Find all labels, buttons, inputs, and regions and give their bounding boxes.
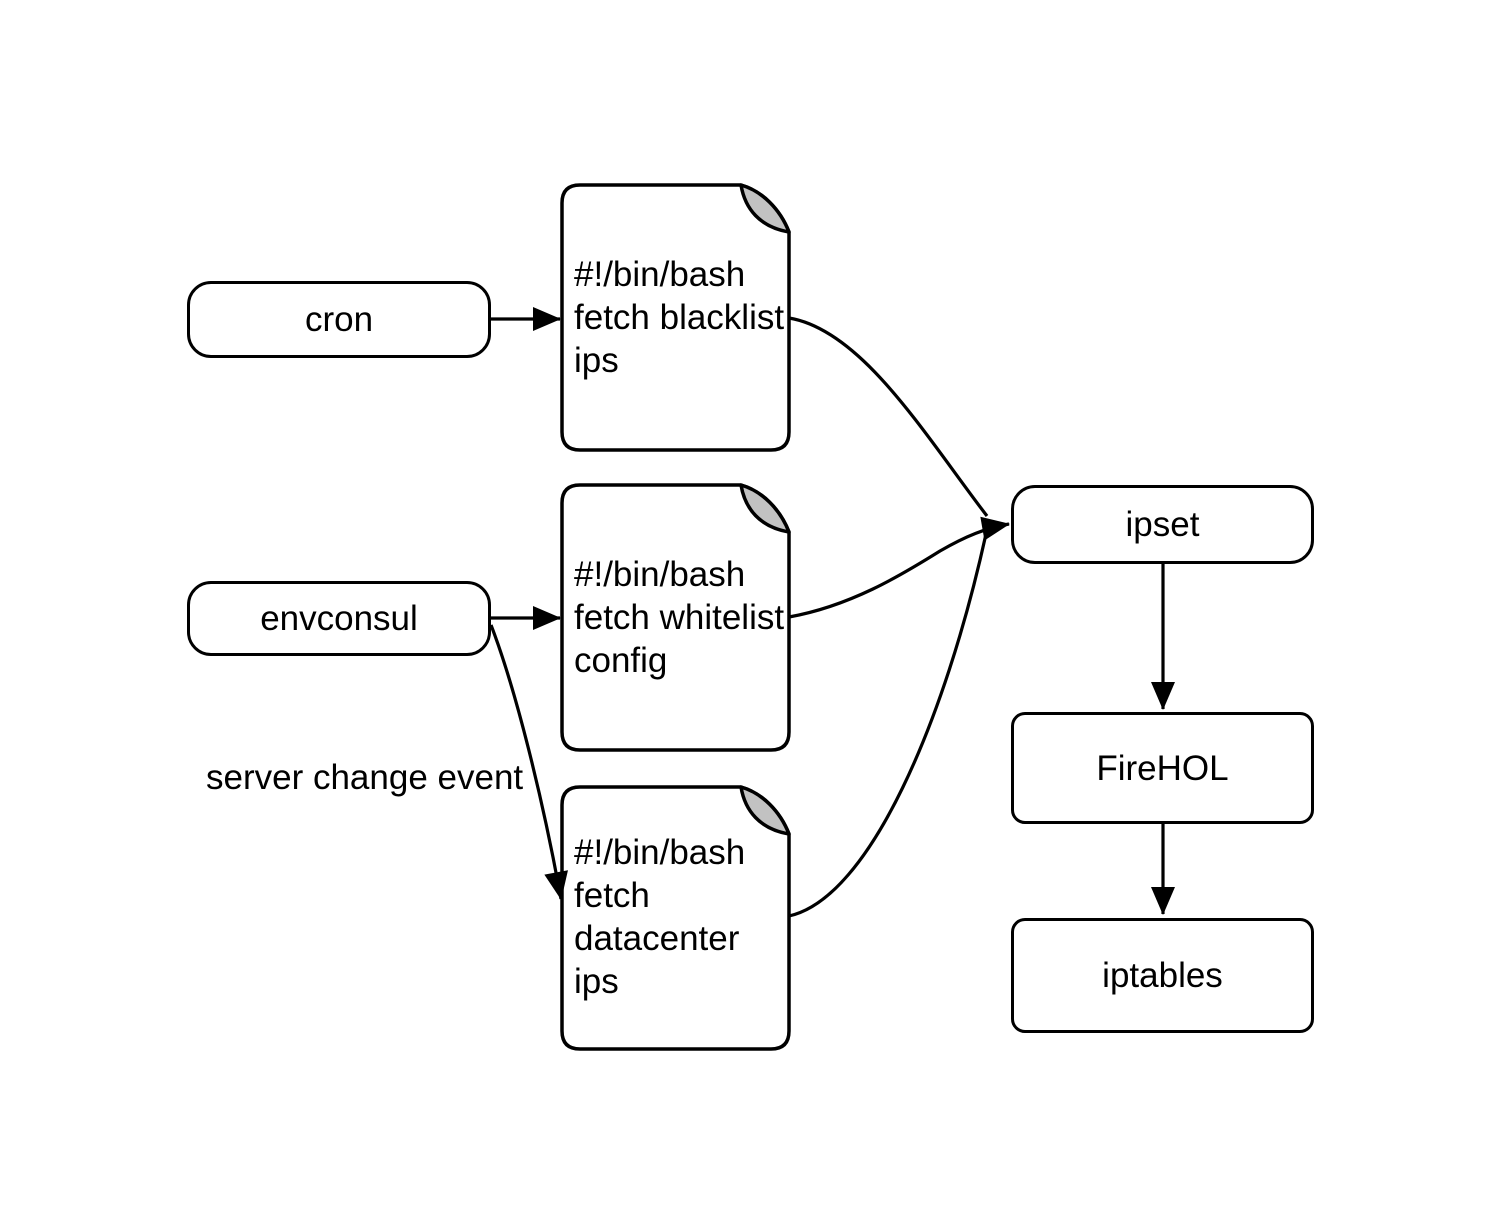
edge-envconsul-to-datacenter [489,624,568,900]
document-datacenter-line: #!/bin/bash [574,833,746,872]
document-blacklist-shape [560,183,791,452]
document-blacklist-line: #!/bin/bash [574,255,746,294]
document-whitelist-text: #!/bin/bash fetch whitelist config [574,553,789,682]
document-datacenter-shape [560,785,791,1051]
document-blacklist-line: fetch blacklist [574,298,785,337]
document-whitelist-line: #!/bin/bash [574,555,746,594]
document-blacklist-line: ips [574,341,619,380]
document-datacenter-text: #!/bin/bash fetch datacenter ips [574,831,789,1003]
node-firehol-label: FireHOL [1096,748,1229,788]
document-fold-icon [739,183,791,234]
node-envconsul-label: envconsul [260,599,418,638]
node-envconsul: envconsul [187,581,491,656]
document-datacenter-line: ips [574,962,619,1001]
document-whitelist-shape [560,483,791,752]
node-iptables-label: iptables [1102,956,1223,995]
document-datacenter-line: fetch [574,876,650,915]
edge-label-server-change-event: server change event [206,758,524,797]
node-cron-label: cron [304,300,374,339]
node-ipset: ipset [1011,485,1314,564]
document-datacenter-line: datacenter [574,919,740,958]
node-cron: cron [187,281,491,358]
document-whitelist-line: config [574,641,668,680]
node-firehol: FireHOL [1011,712,1314,824]
edge-datacenter-to-ipset [788,533,988,918]
document-blacklist-text: #!/bin/bash fetch blacklist ips [574,253,789,382]
node-ipset-label: ipset [1125,505,1200,544]
document-fold-icon [739,483,791,534]
edge-blacklist-to-ipset [788,316,989,517]
document-whitelist-line: fetch whitelist [574,598,785,637]
edge-whitelist-to-ipset [788,516,1010,619]
document-fold-icon [739,785,791,836]
node-iptables: iptables [1011,918,1314,1033]
